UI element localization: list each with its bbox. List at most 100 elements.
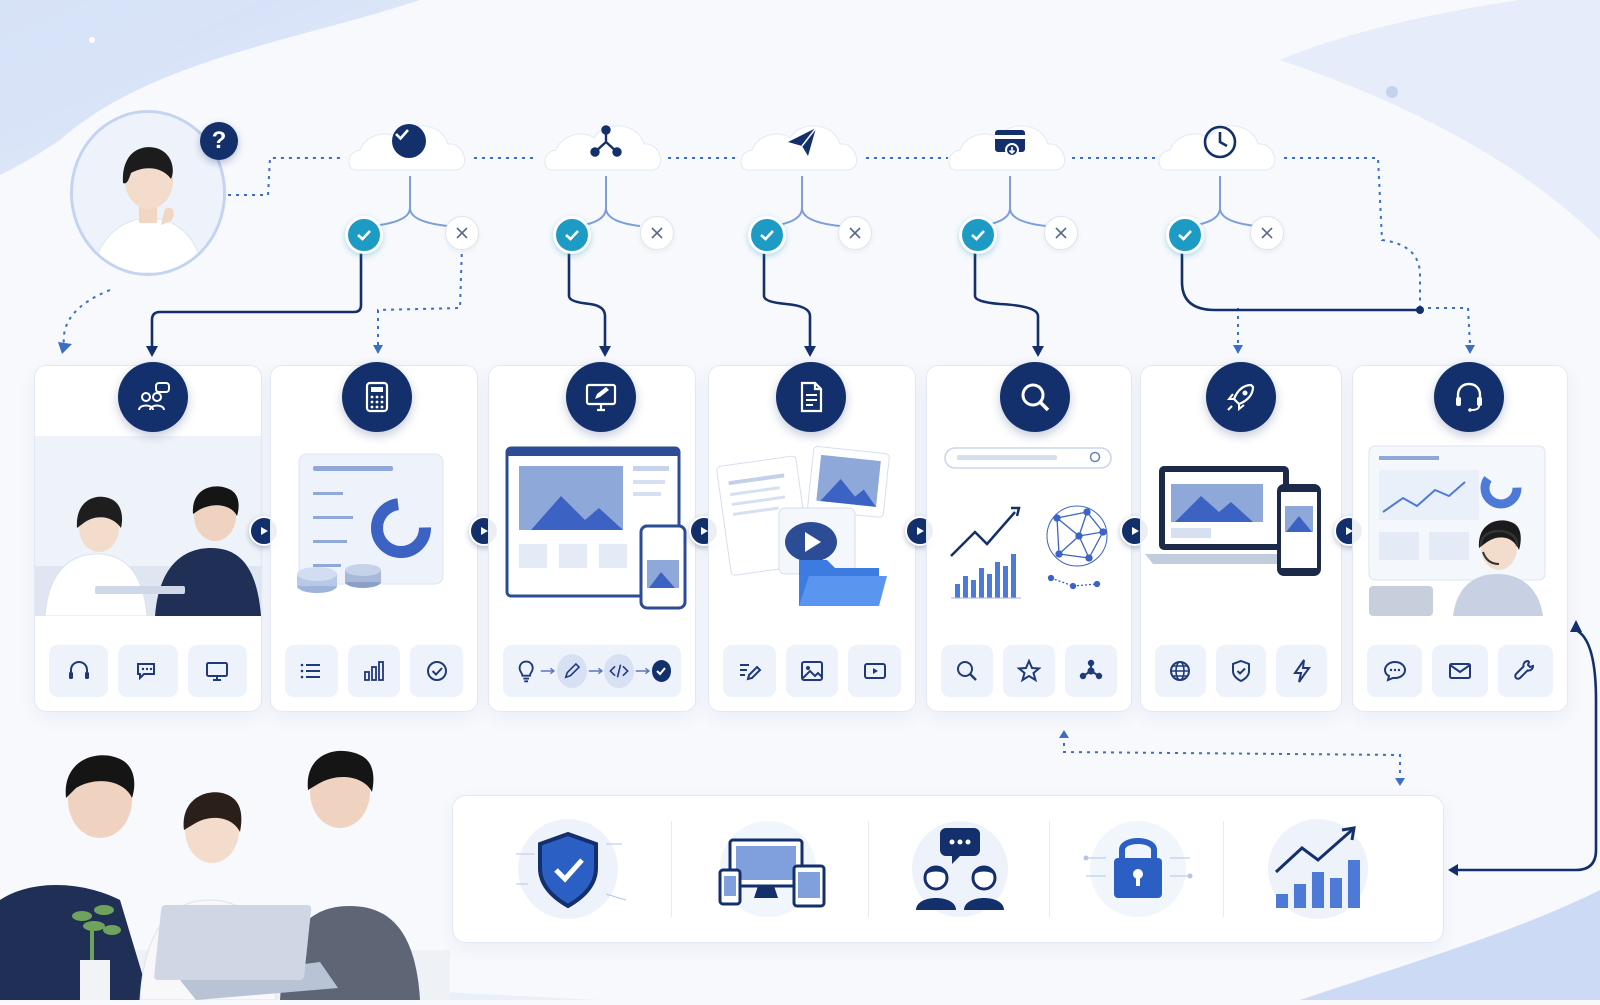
pillar-devices[interactable] bbox=[693, 806, 843, 932]
shield-icon bbox=[1232, 659, 1250, 683]
image-icon bbox=[801, 661, 823, 681]
check-circle-icon bbox=[651, 660, 672, 682]
tile-shield[interactable] bbox=[1215, 645, 1267, 697]
payment-card-icon bbox=[995, 130, 1025, 157]
tile-check-badge[interactable] bbox=[410, 645, 464, 697]
approve-marker-2[interactable] bbox=[553, 216, 591, 254]
users-chat-icon bbox=[138, 382, 170, 411]
tile-mail[interactable] bbox=[1432, 645, 1488, 697]
approve-marker-3[interactable] bbox=[748, 216, 786, 254]
pencil-icon-wrap[interactable] bbox=[556, 654, 587, 688]
tile-edit[interactable] bbox=[723, 645, 776, 697]
tile-video[interactable] bbox=[848, 645, 902, 697]
stage-card-content[interactable] bbox=[708, 365, 916, 712]
stage-icon-launch[interactable] bbox=[1206, 362, 1276, 432]
approve-marker-4[interactable] bbox=[959, 216, 997, 254]
document-icon bbox=[800, 381, 823, 413]
stage-icon-estimate[interactable] bbox=[342, 362, 412, 432]
stage-card-launch[interactable] bbox=[1140, 365, 1342, 712]
pillar-security[interactable] bbox=[493, 806, 643, 932]
code-icon-wrap[interactable] bbox=[604, 654, 635, 688]
code-icon bbox=[609, 664, 629, 678]
headset-icon bbox=[68, 660, 89, 679]
service-pillars-panel bbox=[452, 795, 1444, 943]
top-node-5[interactable] bbox=[1156, 112, 1284, 176]
lightbulb-icon bbox=[518, 660, 534, 683]
reject-marker-4[interactable] bbox=[1044, 216, 1078, 250]
stage-card-estimate[interactable] bbox=[270, 365, 478, 712]
rocket-icon bbox=[1226, 383, 1255, 412]
multi-device-launch-illustration bbox=[1145, 466, 1321, 576]
tile-chat[interactable] bbox=[1367, 645, 1423, 697]
top-node-1[interactable] bbox=[346, 112, 474, 176]
tile-share[interactable] bbox=[1065, 645, 1117, 697]
tile-bar-chart[interactable] bbox=[347, 645, 401, 697]
tile-chat[interactable] bbox=[118, 645, 178, 697]
help-badge[interactable]: ? bbox=[200, 122, 238, 160]
stage-icon-content[interactable] bbox=[776, 362, 846, 432]
growth-chart-icon bbox=[1268, 819, 1368, 919]
stage-icon-consultation[interactable] bbox=[118, 362, 188, 432]
reject-marker-1[interactable] bbox=[445, 216, 479, 250]
estimate-report-illustration bbox=[297, 453, 444, 593]
check-circle-icon bbox=[392, 124, 426, 158]
check-badge-icon bbox=[426, 661, 447, 681]
content-media-illustration bbox=[716, 445, 890, 606]
top-node-3[interactable] bbox=[738, 112, 866, 176]
web-design-illustration bbox=[505, 446, 687, 610]
chat-bubbles-icon bbox=[136, 663, 155, 681]
tile-wrench[interactable] bbox=[1497, 645, 1553, 697]
approve-marker-5[interactable] bbox=[1166, 216, 1204, 254]
pillar-privacy[interactable] bbox=[1063, 806, 1213, 932]
star-icon bbox=[1016, 658, 1042, 683]
stage-card-consultation[interactable] bbox=[34, 365, 262, 712]
tile-bolt[interactable] bbox=[1276, 645, 1328, 697]
calculator-icon bbox=[365, 381, 389, 413]
globe-icon bbox=[1170, 661, 1191, 681]
approve-marker-1[interactable] bbox=[345, 216, 383, 254]
tile-monitor[interactable] bbox=[187, 645, 247, 697]
top-node-2[interactable] bbox=[542, 112, 670, 176]
share-icon bbox=[1079, 659, 1103, 680]
chat-icon bbox=[1383, 660, 1406, 682]
bar-chart-icon bbox=[364, 661, 384, 681]
mail-icon bbox=[1448, 663, 1471, 679]
reject-marker-3[interactable] bbox=[838, 216, 872, 250]
tile-headset[interactable] bbox=[49, 645, 109, 697]
edit-icon bbox=[740, 664, 762, 681]
stage-icon-analysis[interactable] bbox=[1000, 362, 1070, 432]
list-icon bbox=[301, 663, 321, 679]
tile-list[interactable] bbox=[285, 645, 338, 697]
pillar-growth[interactable] bbox=[1243, 806, 1393, 932]
reject-marker-2[interactable] bbox=[640, 216, 674, 250]
consultation-meeting-illustration bbox=[35, 436, 261, 616]
monitor-pen-icon bbox=[585, 383, 617, 412]
bolt-icon bbox=[1292, 659, 1311, 683]
magnifier-icon bbox=[1021, 383, 1050, 412]
tile-star[interactable] bbox=[1003, 645, 1055, 697]
tile-search[interactable] bbox=[941, 645, 993, 697]
reject-marker-5[interactable] bbox=[1250, 216, 1284, 250]
team-working-photo bbox=[0, 730, 450, 1001]
stage-icon-design[interactable] bbox=[566, 362, 636, 432]
tile-globe[interactable] bbox=[1155, 645, 1206, 697]
video-icon bbox=[863, 663, 886, 679]
clock-icon bbox=[1203, 125, 1237, 159]
stage-icon-support[interactable] bbox=[1434, 362, 1504, 432]
search-analytics-illustration bbox=[944, 447, 1112, 599]
help-badge-label: ? bbox=[211, 127, 227, 154]
pencil-icon bbox=[564, 662, 580, 679]
devices-icon bbox=[718, 821, 826, 917]
shield-check-icon bbox=[516, 819, 627, 919]
support-dashboard-illustration bbox=[1368, 445, 1546, 616]
lock-icon bbox=[1083, 821, 1193, 917]
tile-image[interactable] bbox=[785, 645, 839, 697]
people-chat-icon bbox=[912, 821, 1008, 917]
monitor-icon bbox=[206, 662, 229, 681]
wrench-icon bbox=[1514, 659, 1535, 680]
pillar-collaboration[interactable] bbox=[885, 806, 1035, 932]
paper-plane-icon bbox=[788, 127, 817, 156]
top-node-4[interactable] bbox=[946, 112, 1074, 176]
search-icon bbox=[957, 661, 977, 681]
